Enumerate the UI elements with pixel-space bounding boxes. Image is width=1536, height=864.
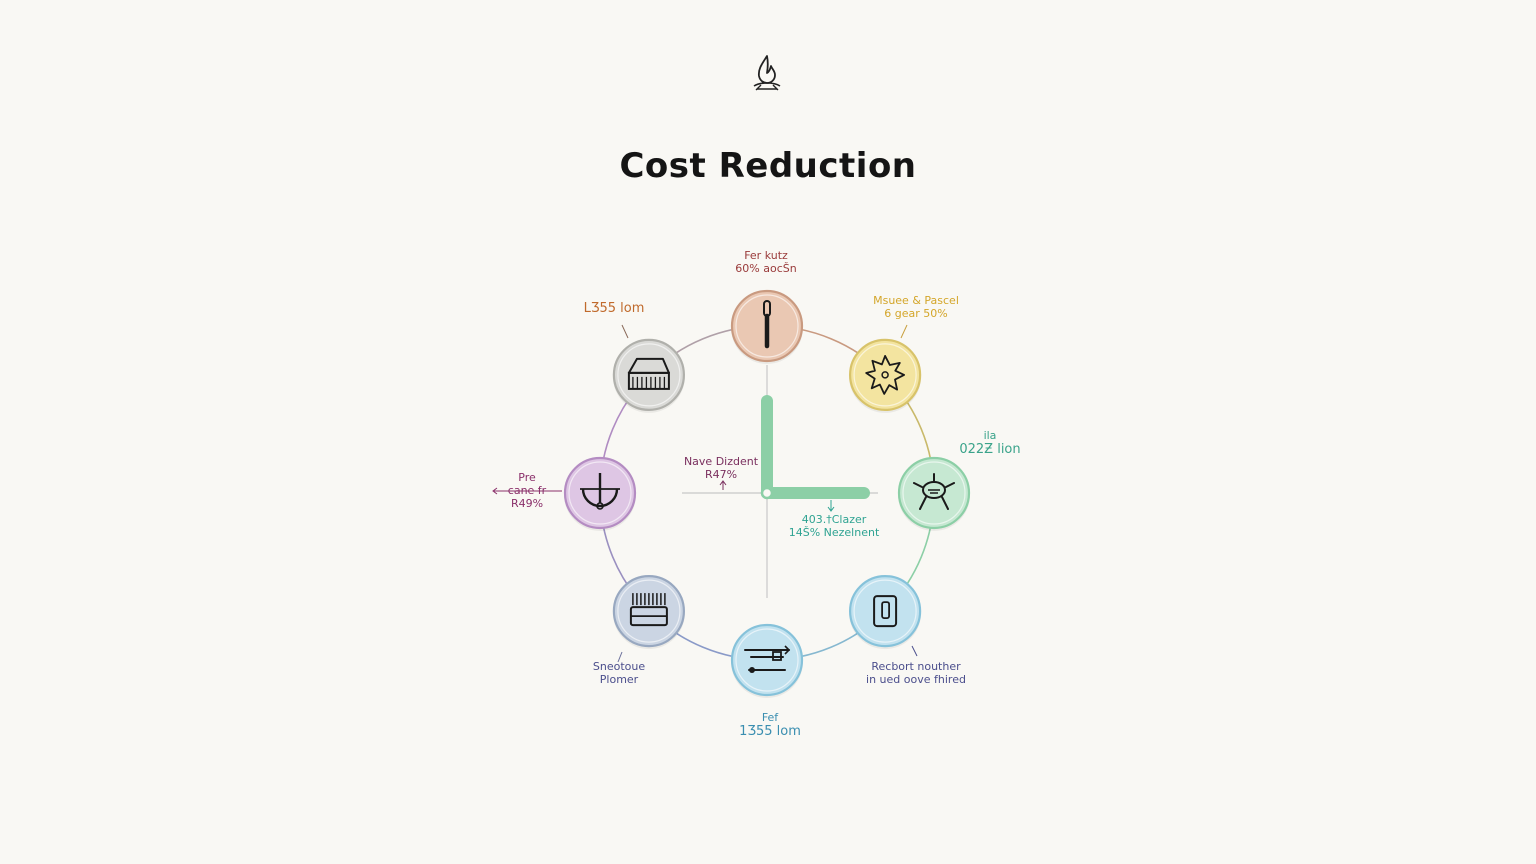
- label-line: Pre: [518, 471, 536, 484]
- label-line: Fer kutz: [744, 249, 788, 262]
- label-line: ila: [983, 429, 997, 442]
- label-line: LƷ55 lom: [583, 301, 645, 316]
- label-line: Fef: [761, 711, 779, 724]
- node-top: [730, 289, 804, 364]
- label-line: 1Ʒ55 lom: [739, 724, 801, 739]
- label-line: Recbort nouther: [871, 660, 961, 673]
- node-circle: [848, 574, 922, 648]
- bottle-icon: [873, 595, 898, 628]
- node-label-top-left: LƷ55 lom: [559, 301, 669, 317]
- node-bottom-left: [612, 574, 686, 650]
- plug-circle-icon: [580, 473, 620, 510]
- node-circle: [612, 338, 686, 411]
- label-line: 6 gear 50%: [884, 307, 948, 320]
- node-bottom: [730, 623, 804, 698]
- campfire-icon: [753, 55, 781, 91]
- label-line: Msuee & Pascel: [873, 294, 959, 307]
- node-bottom-right: [848, 574, 922, 650]
- pointer-arrow: [719, 480, 727, 490]
- server-rack-icon: [629, 593, 668, 627]
- pointer-tick: [621, 324, 629, 339]
- node-circle: [848, 338, 922, 411]
- node-top-left: [612, 338, 686, 413]
- node-right: [897, 456, 971, 531]
- node-circle: [730, 623, 804, 697]
- label-line: 022Ƶ lion: [959, 442, 1021, 457]
- pointer-arrow: [827, 500, 835, 512]
- label-line: 60% aocŠn: [735, 262, 797, 275]
- label-line: cane fr: [507, 484, 547, 497]
- screwdriver-icon: [763, 300, 771, 349]
- pointer-tick: [911, 645, 918, 657]
- callout-line: Nave Dizdent: [683, 455, 759, 468]
- node-left: [563, 456, 637, 531]
- callout-line: R47%: [704, 468, 738, 481]
- clock-center-pin: [760, 486, 774, 500]
- label-line: Plomer: [599, 673, 639, 686]
- gear-burst-icon: [865, 354, 905, 395]
- callout-line: 14Š% Nezelnent: [788, 526, 880, 539]
- label-line: R49%: [510, 497, 544, 510]
- node-circle: [612, 574, 686, 648]
- node-top-right: [848, 338, 922, 413]
- pointer-arrow: [492, 487, 562, 495]
- pointer-tick: [617, 651, 623, 663]
- page-title: Cost Reduction: [619, 146, 917, 186]
- warehouse-icon: [627, 357, 670, 390]
- tools-icon: [744, 645, 791, 673]
- callout-line: 403.†Clazer: [801, 513, 867, 526]
- label-line: Sneotoue: [592, 660, 646, 673]
- sun-gear-icon: [913, 473, 955, 510]
- pointer-tick: [900, 324, 908, 339]
- label-line: in ued oove fhired: [866, 673, 966, 686]
